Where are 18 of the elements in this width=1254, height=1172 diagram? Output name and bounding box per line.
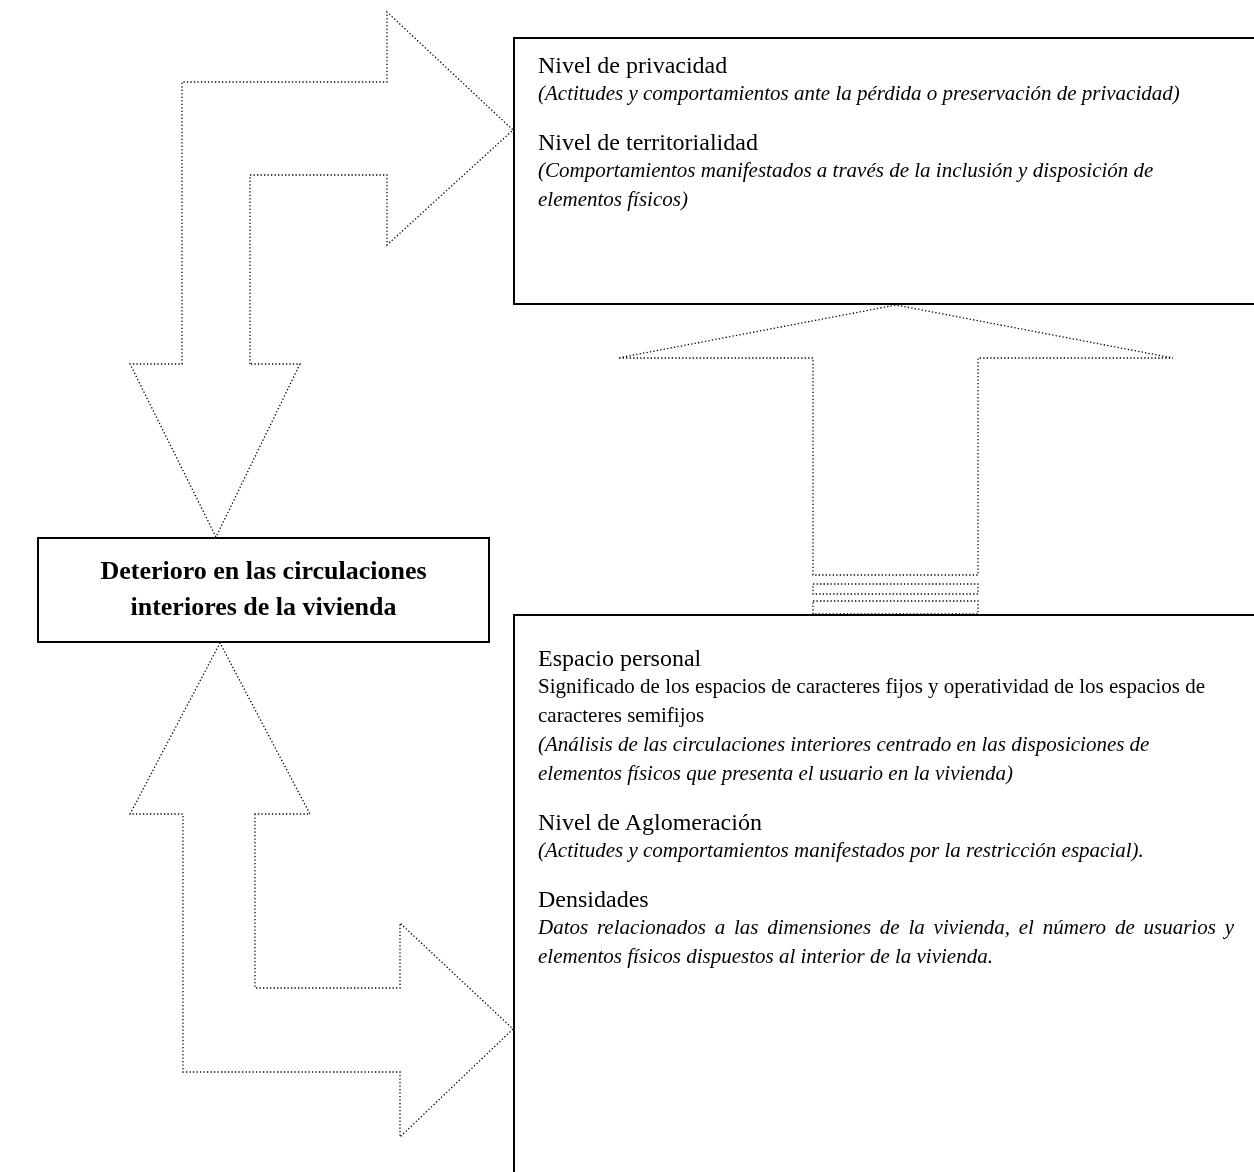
description-text: (Comportamientos manifestados a través de la inclusión y disposición de elementos físicos) <box>538 157 1155 213</box>
description-text: Datos relacionados a las dimensiones de la vivienda, el número de usuarios y elementos físicos dispuestos al interior de la vivienda. <box>538 914 1234 970</box>
text-box <box>37 537 490 643</box>
section-heading: Nivel de Aglomeración <box>538 808 763 836</box>
box-title: Deterioro en las circulaciones interiores de la vivienda <box>99 555 428 623</box>
text-box <box>513 37 1254 305</box>
block-arrow <box>128 10 514 539</box>
description-text: (Análisis de las circulaciones interiores centrado en las disposiciones de elementos físicos que presenta el usuario en la vivienda) <box>538 731 1151 787</box>
section-heading: Espacio personal <box>538 644 703 672</box>
section-heading: Nivel de territorialidad <box>538 128 759 156</box>
section-heading: Densidades <box>538 885 650 913</box>
section-heading: Nivel de privacidad <box>538 51 729 79</box>
description-text: (Actitudes y comportamientos ante la pérdida o preservación de privacidad) <box>538 80 1181 107</box>
block-arrow <box>128 641 514 1139</box>
block-arrow <box>617 304 1174 615</box>
text-box <box>513 614 1254 1172</box>
description-text: (Actitudes y comportamientos manifestados por la restricción espacial). <box>538 837 1145 864</box>
description-text: Significado de los espacios de caracteres fijos y operatividad de los espacios de caracteres semifijos <box>538 673 1207 729</box>
